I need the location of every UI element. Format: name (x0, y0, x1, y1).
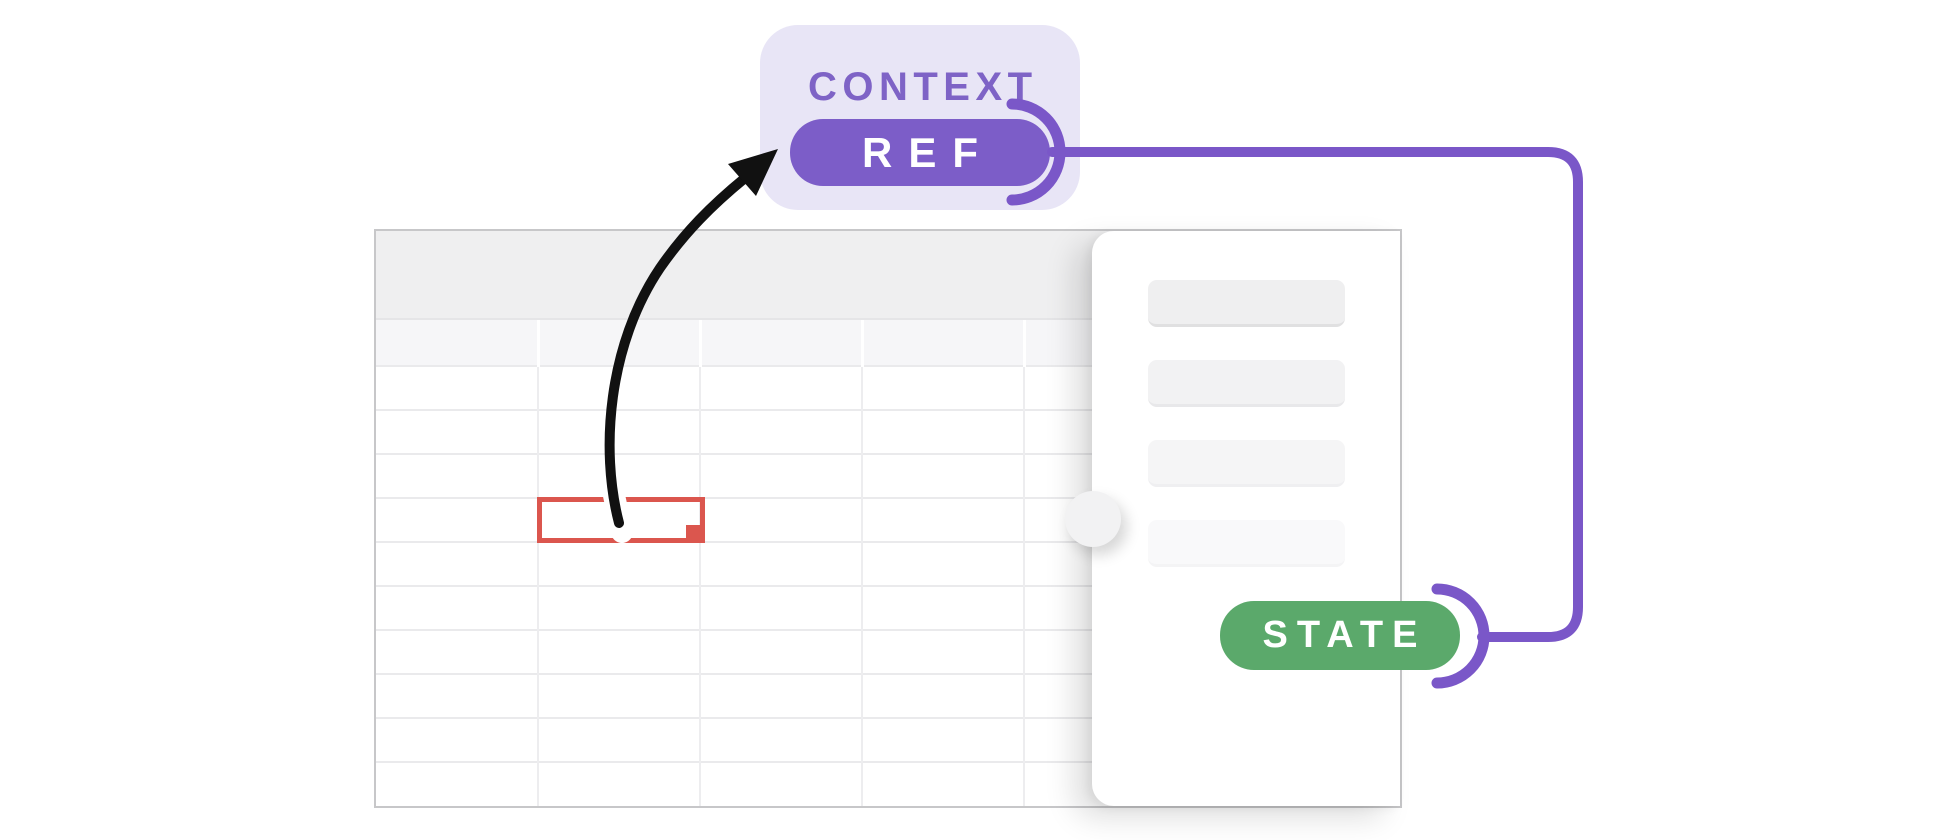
fill-handle[interactable] (686, 525, 702, 541)
placeholder-bar (1148, 360, 1345, 407)
ref-pill: REF (790, 119, 1050, 186)
ref-label: REF (862, 128, 994, 176)
state-pill: STATE (1220, 601, 1460, 670)
placeholder-bar (1148, 280, 1345, 327)
context-badge: CONTEXT REF (760, 25, 1080, 210)
placeholder-bar (1148, 440, 1345, 487)
context-label: CONTEXT (807, 65, 1038, 109)
selected-cell[interactable] (537, 497, 705, 543)
drag-handle[interactable] (1065, 491, 1121, 547)
placeholder-bar (1148, 520, 1345, 567)
state-label: STATE (1262, 614, 1427, 656)
side-panel (1092, 231, 1400, 806)
